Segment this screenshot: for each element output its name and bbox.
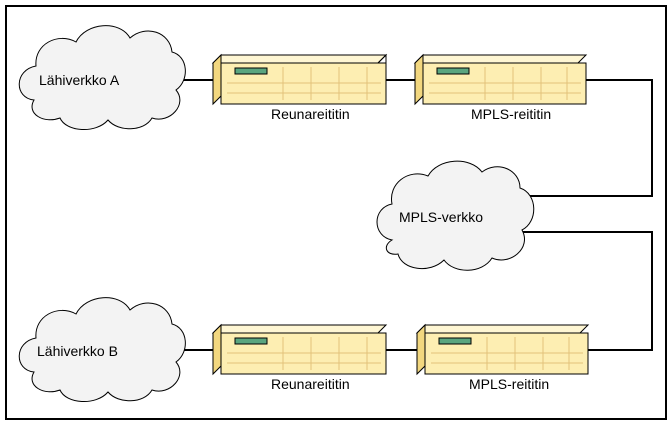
- cloud-shape: [18, 297, 186, 402]
- router-vents: [227, 337, 381, 370]
- link-mpls-top-cloud: [526, 79, 653, 197]
- router-top-face: [415, 324, 590, 334]
- cloud-mpls: MPLS-verkko: [376, 160, 535, 271]
- router-mpls-top: MPLS-reititin: [413, 53, 588, 122]
- router-indicator: [234, 337, 268, 345]
- router-side-face: [212, 323, 222, 376]
- cloud-lan-a: Lähiverkko A: [18, 25, 186, 130]
- router-label: MPLS-reititin: [469, 376, 549, 392]
- router-top-face: [413, 54, 588, 64]
- router-side-face: [416, 323, 426, 376]
- router-label: Reunareititin: [271, 106, 350, 122]
- cloud-lan-b: Lähiverkko B: [18, 297, 186, 402]
- router-label: MPLS-reititin: [471, 106, 551, 122]
- router-side-face: [212, 53, 222, 106]
- cloud-shape: [376, 160, 535, 271]
- link-cloud-mpls-bottom: [516, 231, 653, 351]
- router-top-face: [211, 54, 388, 64]
- router-indicator: [234, 67, 268, 75]
- router-mpls-bottom: MPLS-reititin: [415, 323, 590, 392]
- router-vents: [429, 67, 581, 100]
- router-edge-bottom: Reunareititin: [211, 323, 388, 392]
- router-vents: [227, 67, 381, 100]
- router-label: Reunareititin: [271, 376, 350, 392]
- router-vents: [431, 337, 583, 370]
- router-indicator: [438, 337, 472, 345]
- router-side-face: [414, 53, 424, 106]
- cloud-label: MPLS-verkko: [399, 209, 483, 225]
- cloud-label: Lähiverkko B: [37, 343, 118, 359]
- cloud-label: Lähiverkko A: [39, 72, 120, 88]
- cloud-shape: [18, 25, 186, 130]
- router-indicator: [436, 67, 470, 75]
- router-edge-top: Reunareititin: [211, 53, 388, 122]
- router-front-edge: [377, 53, 387, 96]
- router-top-face: [211, 324, 388, 334]
